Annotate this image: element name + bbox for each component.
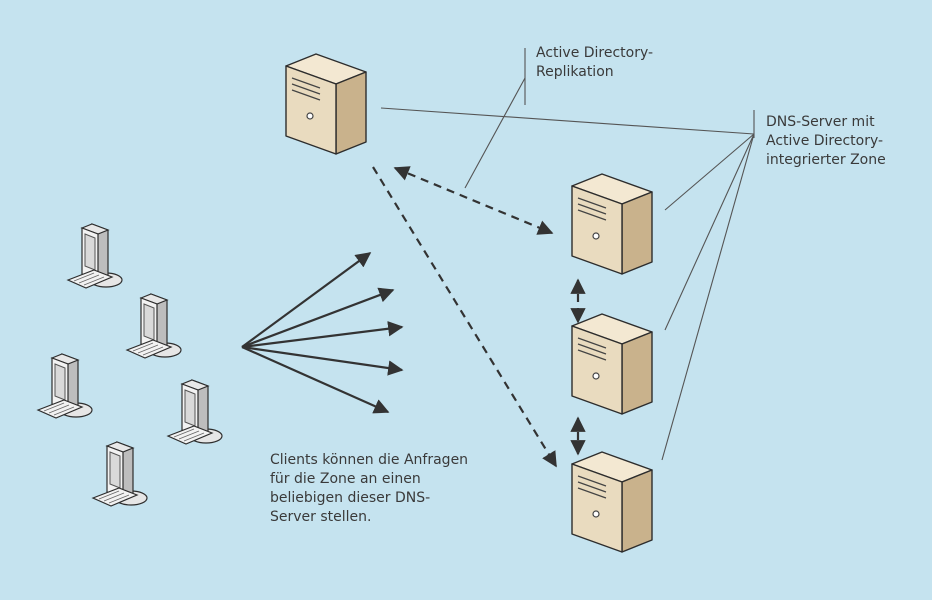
server-right-3 (571, 451, 653, 553)
server-right-1 (571, 173, 653, 275)
clients-note-line-2: für die Zone an einen (270, 471, 421, 487)
replication-label-line-1: Active Directory- (536, 45, 654, 61)
server-top (285, 53, 367, 155)
dns-server-label: DNS-Server mit Active Directory- integri… (766, 113, 886, 170)
replication-label-line-2: Replikation (536, 64, 614, 80)
client-5 (92, 441, 148, 507)
dns-server-label-line-3: integrierter Zone (766, 152, 886, 168)
client-3 (37, 353, 93, 419)
server-right-2 (571, 313, 653, 415)
label-connectors (380, 48, 755, 461)
replication-arrows (372, 166, 586, 468)
clients-note-line-4: Server stellen. (270, 509, 372, 525)
clients-note: Clients können die Anfragen für die Zone… (270, 451, 468, 527)
dns-server-label-line-1: DNS-Server mit (766, 114, 875, 130)
client-4 (167, 379, 223, 445)
replication-label: Active Directory- Replikation (536, 44, 653, 82)
client-query-arrows (241, 252, 404, 414)
client-2 (126, 293, 182, 359)
clients-note-line-3: beliebigen dieser DNS- (270, 490, 431, 506)
clients-note-line-1: Clients können die Anfragen (270, 452, 469, 468)
client-1 (67, 223, 123, 289)
dns-server-label-line-2: Active Directory- (766, 133, 884, 149)
